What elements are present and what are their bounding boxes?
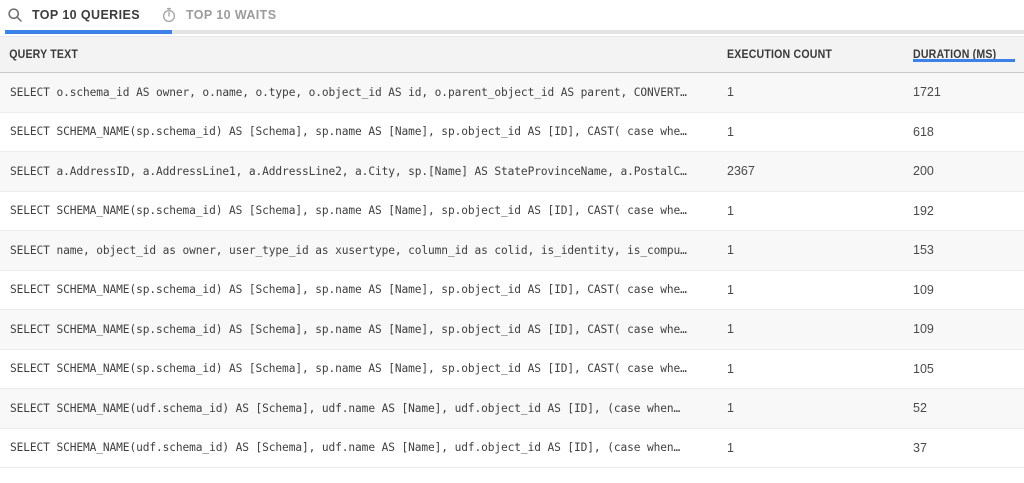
cell-duration-ms: 52 xyxy=(913,401,927,416)
query-results-table: QUERY TEXT EXECUTION COUNT DURATION (MS)… xyxy=(0,36,1024,481)
cell-execution-count: 1 xyxy=(727,401,734,416)
cell-duration-ms: 109 xyxy=(913,282,934,297)
tab-underline-track xyxy=(5,30,1024,34)
cell-execution-count: 1 xyxy=(727,322,734,337)
tab-active-indicator xyxy=(5,30,172,34)
cell-duration-ms: 200 xyxy=(913,164,934,179)
cell-execution-count: 1 xyxy=(727,282,734,297)
table-row[interactable]: SELECT o.schema_id AS owner, o.name, o.t… xyxy=(0,73,1024,113)
table-row[interactable]: SELECT SCHEMA_NAME(udf.schema_id) AS [Sc… xyxy=(0,428,1024,468)
cell-query-text: SELECT SCHEMA_NAME(sp.schema_id) AS [Sch… xyxy=(10,125,687,139)
table-row[interactable]: SELECT SCHEMA_NAME(sp.schema_id) AS [Sch… xyxy=(0,191,1024,231)
cell-execution-count: 1 xyxy=(727,85,734,100)
cell-execution-count: 1 xyxy=(727,124,734,139)
cell-execution-count: 1 xyxy=(727,203,734,218)
cell-query-text: SELECT name, object_id as owner, user_ty… xyxy=(10,243,687,257)
sort-indicator xyxy=(913,58,1016,62)
column-header-duration-label: DURATION (MS) xyxy=(913,48,997,61)
tab-label-top-10-queries: TOP 10 QUERIES xyxy=(32,8,140,22)
table-row[interactable]: SELECT SCHEMA_NAME(udf.schema_id) AS [Sc… xyxy=(0,389,1024,429)
cell-duration-ms: 37 xyxy=(913,440,927,455)
column-header-query-text[interactable]: QUERY TEXT xyxy=(9,48,79,61)
cell-execution-count: 1 xyxy=(727,361,734,376)
cell-duration-ms: 153 xyxy=(913,243,934,258)
cell-query-text: SELECT SCHEMA_NAME(sp.schema_id) AS [Sch… xyxy=(10,283,687,297)
table-header-row: QUERY TEXT EXECUTION COUNT DURATION (MS) xyxy=(0,37,1024,73)
table-row[interactable]: SELECT name, object_id as owner, user_ty… xyxy=(0,231,1024,271)
cell-query-text: SELECT SCHEMA_NAME(udf.schema_id) AS [Sc… xyxy=(10,401,681,415)
table-row[interactable]: SELECT SCHEMA_NAME(sp.schema_id) AS [Sch… xyxy=(0,270,1024,310)
cell-execution-count: 2367 xyxy=(727,164,755,179)
search-icon xyxy=(6,6,24,24)
cell-execution-count: 1 xyxy=(727,243,734,258)
cell-duration-ms: 1721 xyxy=(913,85,941,100)
table-body: SELECT o.schema_id AS owner, o.name, o.t… xyxy=(0,73,1024,468)
column-header-execution-count[interactable]: EXECUTION COUNT xyxy=(727,48,833,61)
cell-query-text: SELECT SCHEMA_NAME(sp.schema_id) AS [Sch… xyxy=(10,322,687,336)
cell-duration-ms: 105 xyxy=(913,361,934,376)
tab-top-10-queries[interactable]: TOP 10 QUERIES xyxy=(0,2,154,28)
table-row[interactable]: SELECT SCHEMA_NAME(sp.schema_id) AS [Sch… xyxy=(0,349,1024,389)
table-row[interactable]: SELECT SCHEMA_NAME(sp.schema_id) AS [Sch… xyxy=(0,310,1024,350)
tab-top-10-waits[interactable]: TOP 10 WAITS xyxy=(154,2,290,28)
stopwatch-icon xyxy=(160,6,178,24)
cell-execution-count: 1 xyxy=(727,440,734,455)
tab-bar: TOP 10 QUERIES TOP 10 WAITS xyxy=(0,0,1024,36)
cell-duration-ms: 109 xyxy=(913,322,934,337)
cell-duration-ms: 618 xyxy=(913,124,934,139)
cell-query-text: SELECT SCHEMA_NAME(sp.schema_id) AS [Sch… xyxy=(10,362,687,376)
table-row[interactable]: SELECT a.AddressID, a.AddressLine1, a.Ad… xyxy=(0,152,1024,192)
cell-query-text: SELECT SCHEMA_NAME(udf.schema_id) AS [Sc… xyxy=(10,441,681,455)
column-header-duration-ms[interactable]: DURATION (MS) xyxy=(913,48,1016,62)
cell-query-text: SELECT SCHEMA_NAME(sp.schema_id) AS [Sch… xyxy=(10,204,687,218)
table-footer-spacer xyxy=(0,468,1024,481)
cell-duration-ms: 192 xyxy=(913,203,934,218)
tab-label-top-10-waits: TOP 10 WAITS xyxy=(185,8,277,22)
cell-query-text: SELECT a.AddressID, a.AddressLine1, a.Ad… xyxy=(10,164,687,178)
cell-query-text: SELECT o.schema_id AS owner, o.name, o.t… xyxy=(10,85,687,99)
table-row[interactable]: SELECT SCHEMA_NAME(sp.schema_id) AS [Sch… xyxy=(0,112,1024,152)
